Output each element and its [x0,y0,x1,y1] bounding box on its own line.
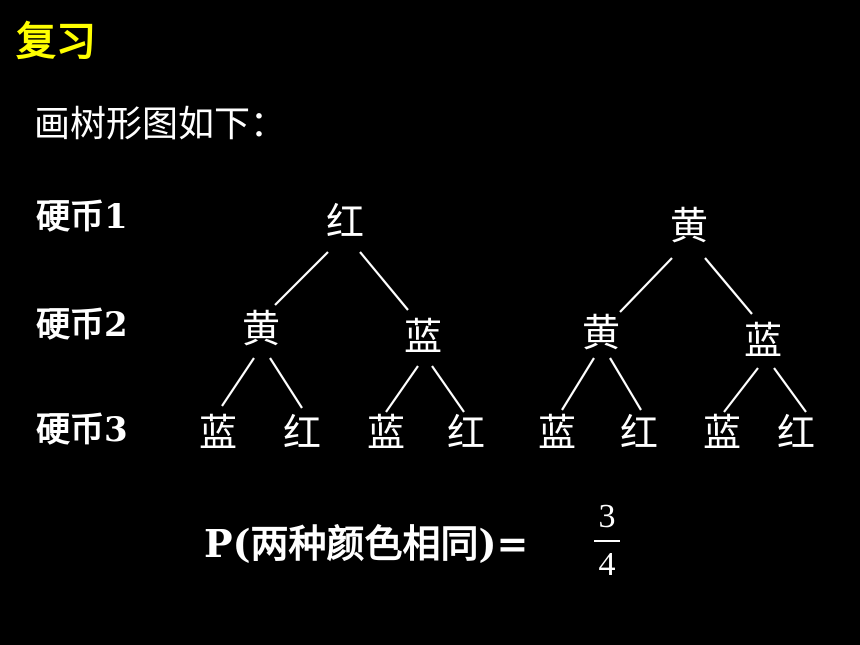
fraction-denominator: 4 [598,546,616,583]
tree-node-l3: 蓝 [703,411,742,455]
tree-node-l3: 红 [777,411,816,455]
fraction-numerator: 3 [598,498,616,535]
fraction-bar [594,540,620,542]
branch-line [359,251,409,311]
tree-node-l1-red: 红 [326,200,365,244]
branch-line [723,367,759,413]
branch-line [269,357,303,409]
branch-line [609,357,642,411]
branch-line [773,367,807,413]
probability-formula: P(两种颜色相同)= [204,521,529,566]
tree-node-l2: 黄 [242,307,281,351]
coin3-label: 硬币3 [36,410,128,450]
branch-line [274,251,329,306]
intro-text: 画树形图如下： [34,104,287,145]
tree-node-l3: 红 [620,411,659,455]
branch-line [704,257,753,315]
tree-node-l3: 蓝 [199,411,238,455]
coin2-label: 硬币2 [36,305,128,345]
tree-node-l3: 蓝 [367,411,406,455]
branch-line [431,365,465,413]
branch-line [385,365,419,413]
tree-node-l2: 蓝 [744,319,783,363]
tree-node-l2: 黄 [582,311,621,355]
coin1-label: 硬币1 [36,197,128,237]
tree-node-l3: 红 [447,411,486,455]
tree-node-l1-yellow: 黄 [670,204,709,248]
tree-node-l3: 红 [283,411,322,455]
tree-node-l2: 蓝 [404,315,443,359]
branch-line [619,257,673,313]
slide-title: 复习 [16,18,96,65]
branch-line [561,357,595,411]
branch-line [221,357,255,407]
probability-fraction: 3 4 [592,500,622,582]
tree-node-l3: 蓝 [538,411,577,455]
